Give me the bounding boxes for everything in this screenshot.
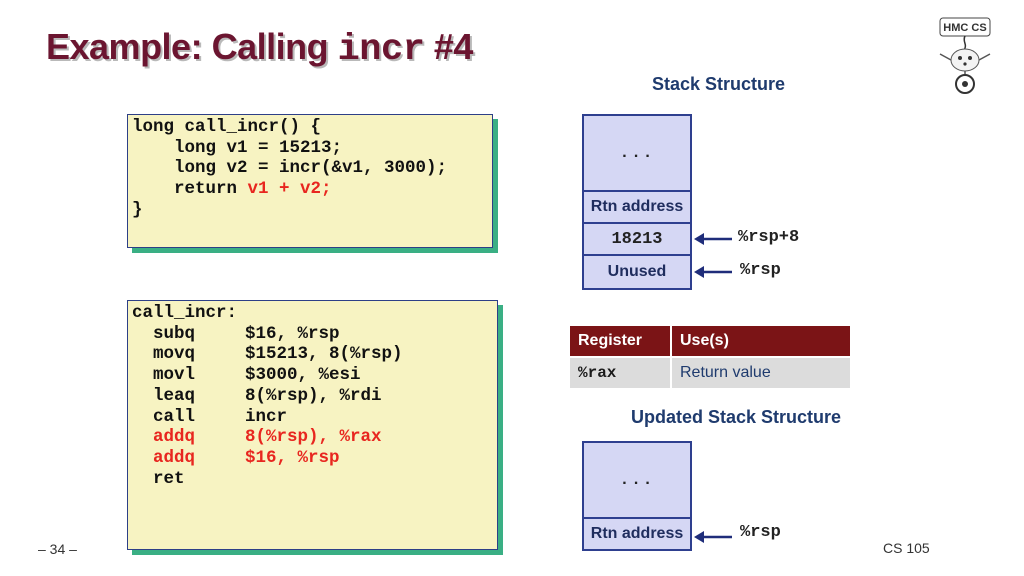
register-col-header: Register bbox=[570, 326, 672, 358]
updated-stack-structure-title: Updated Stack Structure bbox=[631, 407, 842, 427]
uses-col-header: Use(s) bbox=[671, 326, 852, 358]
asm-op: movl bbox=[153, 365, 196, 386]
page-number: – 34 – bbox=[38, 541, 77, 557]
asm-op: ret bbox=[153, 468, 185, 489]
c-code-highlight: v1 + v2; bbox=[247, 179, 332, 200]
asm-args: 8(%rsp), %rdi bbox=[245, 385, 382, 406]
register-table-header: Register Use(s) bbox=[570, 326, 852, 358]
stack-cell-dots: ... bbox=[582, 114, 692, 192]
slide-title: Example: Calling incr #4 bbox=[46, 26, 473, 71]
stack-cell-value: 18213 bbox=[582, 222, 692, 256]
stack-structure-title: Stack Structure bbox=[652, 74, 786, 94]
updated-stack-diagram: ... Rtn address bbox=[582, 441, 692, 551]
asm-op: leaq bbox=[153, 385, 196, 406]
asm-args-highlight: $16, %rsp bbox=[245, 447, 340, 468]
asm-op-highlight: addq bbox=[153, 447, 196, 468]
c-code-line: long call_incr() { bbox=[132, 117, 322, 137]
stack-cell-unused: Unused bbox=[582, 254, 692, 290]
asm-code-box: call_incr: subq $16, %rsp movq $15213, 8(%… bbox=[127, 300, 498, 550]
course-label: CS 105 bbox=[883, 540, 930, 556]
title-code: incr bbox=[337, 29, 425, 71]
pointer-rsp-plus-8: %rsp+8 bbox=[738, 228, 800, 247]
asm-args: $3000, %esi bbox=[245, 365, 361, 386]
asm-args: $16, %rsp bbox=[245, 323, 340, 344]
asm-op-highlight: addq bbox=[153, 427, 196, 448]
stack-diagram: ... Rtn address 18213 Unused bbox=[582, 114, 692, 290]
c-code-box: long call_incr() { long v1 = 15213; long… bbox=[127, 114, 493, 248]
logo-text: HMC CS bbox=[943, 22, 986, 34]
updated-stack-cell-dots: ... bbox=[582, 441, 692, 519]
arrow-updated-rsp-icon bbox=[694, 531, 732, 543]
c-code: long call_incr() { long v1 = 15213; long… bbox=[128, 115, 492, 223]
register-cell: %rax bbox=[570, 357, 672, 388]
c-code-line: } bbox=[132, 199, 143, 220]
updated-stack-cell-rtn-address: Rtn address bbox=[582, 517, 692, 551]
hmc-cs-logo-icon: HMC CS bbox=[939, 17, 991, 94]
asm-op: subq bbox=[153, 323, 196, 344]
asm-op: movq bbox=[153, 344, 196, 365]
register-table: Register Use(s) %rax Return value bbox=[570, 326, 852, 388]
asm-op: call bbox=[153, 406, 196, 427]
c-code-line: long v2 = incr(&v1, 3000); bbox=[132, 158, 448, 179]
arrow-rsp8-icon bbox=[694, 233, 732, 245]
asm-code: call_incr: subq $16, %rsp movq $15213, 8(%… bbox=[128, 301, 497, 491]
asm-args-highlight: 8(%rsp), %rax bbox=[245, 427, 382, 448]
asm-args: incr bbox=[245, 406, 288, 427]
c-code-line: long v1 = 15213; bbox=[132, 137, 343, 158]
c-code-line: return bbox=[132, 179, 248, 200]
arrow-rsp-icon bbox=[694, 266, 732, 278]
asm-label: call_incr: bbox=[132, 303, 238, 323]
table-row: %rax Return value bbox=[570, 357, 852, 388]
use-cell: Return value bbox=[671, 357, 852, 388]
updated-pointer-rsp: %rsp bbox=[740, 523, 781, 542]
stack-cell-rtn-address: Rtn address bbox=[582, 190, 692, 224]
asm-args: $15213, 8(%rsp) bbox=[245, 344, 403, 365]
pointer-rsp: %rsp bbox=[740, 261, 781, 280]
title-text: Example: Calling bbox=[46, 26, 338, 67]
title-suffix: #4 bbox=[424, 26, 474, 67]
